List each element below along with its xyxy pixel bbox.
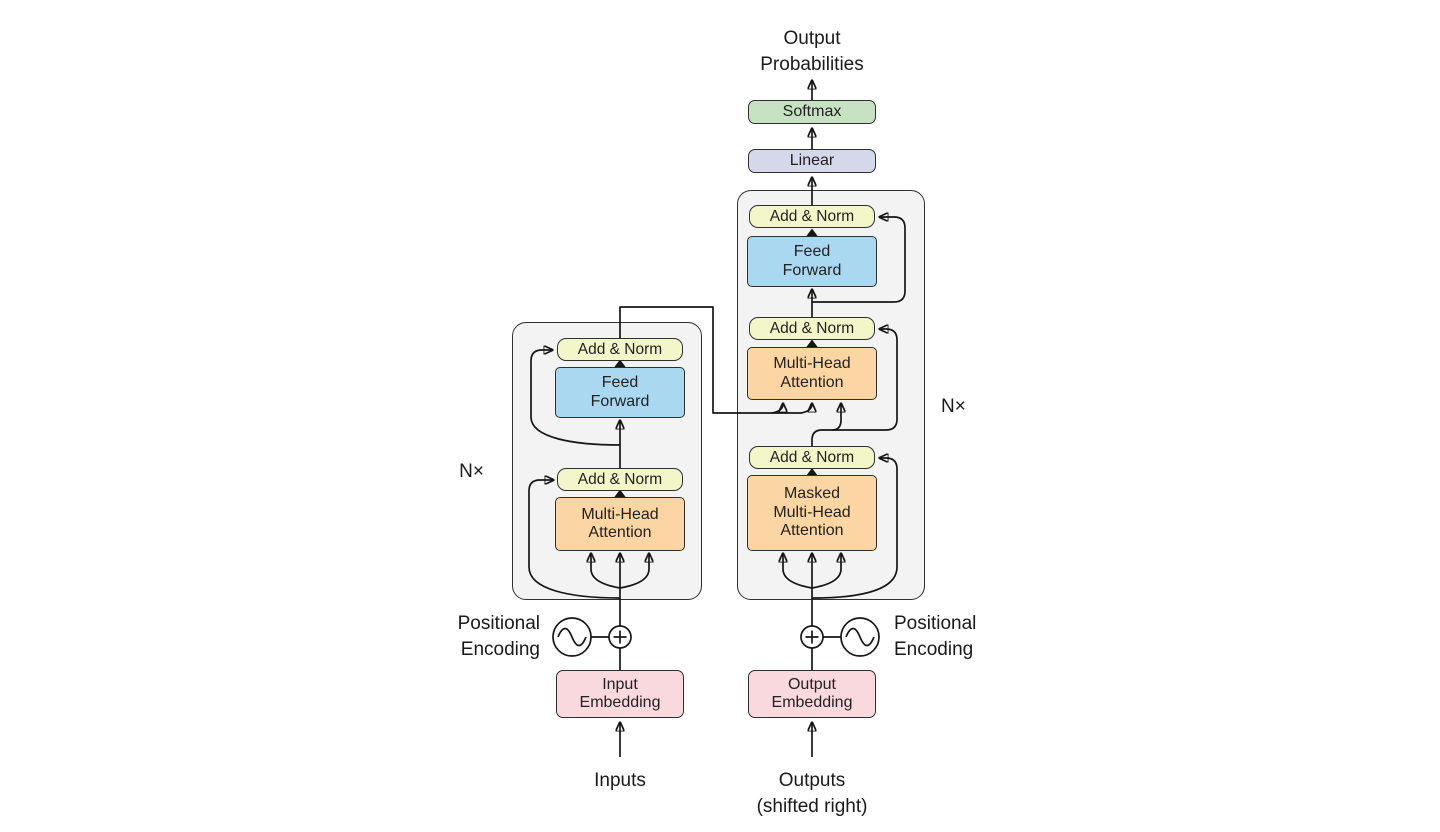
positional-encoding-label-right: Positional Encoding — [894, 613, 977, 660]
plus-circle-icon-right — [800, 625, 824, 649]
outputs-label: Outputs (shifted right) — [756, 770, 868, 817]
linear-block: Linear — [748, 149, 876, 173]
sine-wave-icon-left — [552, 617, 609, 657]
encoder-mha-left-input-arrow — [591, 554, 621, 589]
encoder-residual-ff-path — [530, 350, 621, 446]
encoder-ff-to-addnorm-arrow — [614, 359, 626, 368]
plus-circle-icon-left — [608, 625, 632, 649]
bridge-key-arrow — [771, 404, 783, 414]
encoder-flow-lines — [528, 306, 812, 757]
decoder-add-norm-top-block: Add & Norm — [749, 205, 875, 228]
softmax-block: Softmax — [748, 100, 876, 124]
bridge-value-arrow — [772, 404, 812, 414]
decoder-mha-to-addnorm-arrow — [806, 339, 818, 348]
masked-mha-left-input-arrow — [783, 554, 813, 589]
decoder-query-arrow — [831, 404, 841, 431]
positional-encoding-label-left: Positional Encoding — [457, 613, 540, 660]
encoder-mha-to-addnorm-arrow — [614, 489, 626, 498]
encoder-mha-right-input-arrow — [619, 554, 649, 589]
decoder-multi-head-attention-block: Multi-Head Attention — [747, 347, 877, 400]
n-times-label-decoder: N× — [941, 396, 966, 417]
encoder-add-norm-bottom-block: Add & Norm — [557, 468, 683, 491]
decoder-residual-masked-mha-path — [811, 458, 898, 599]
encoder-add-norm-top-block: Add & Norm — [557, 338, 683, 361]
decoder-add-norm-bottom-block: Add & Norm — [749, 446, 875, 469]
encoder-multi-head-attention-block: Multi-Head Attention — [555, 497, 685, 551]
decoder-residual-ff-path — [812, 217, 906, 303]
decoder-feed-forward-block: Feed Forward — [747, 236, 877, 287]
encoder-residual-mha-path — [528, 480, 621, 599]
masked-mha-right-input-arrow — [811, 554, 841, 589]
decoder-residual-mha-path — [811, 329, 898, 446]
decoder-ff-to-addnorm-arrow — [806, 228, 818, 237]
masked-multi-head-attention-block: Masked Multi-Head Attention — [747, 475, 877, 551]
n-times-label-encoder: N× — [459, 461, 484, 482]
decoder-flow-lines — [783, 81, 906, 757]
output-embedding-block: Output Embedding — [748, 670, 876, 718]
masked-mha-to-addnorm-arrow — [806, 468, 818, 476]
input-embedding-block: Input Embedding — [556, 670, 684, 718]
encoder-feed-forward-block: Feed Forward — [555, 367, 685, 418]
output-probabilities-label: Output Probabilities — [760, 28, 864, 75]
encoder-to-decoder-bridge-line — [619, 306, 772, 414]
decoder-add-norm-middle-block: Add & Norm — [749, 317, 875, 340]
inputs-label: Inputs — [594, 770, 646, 791]
sine-wave-icon-right — [823, 617, 880, 657]
